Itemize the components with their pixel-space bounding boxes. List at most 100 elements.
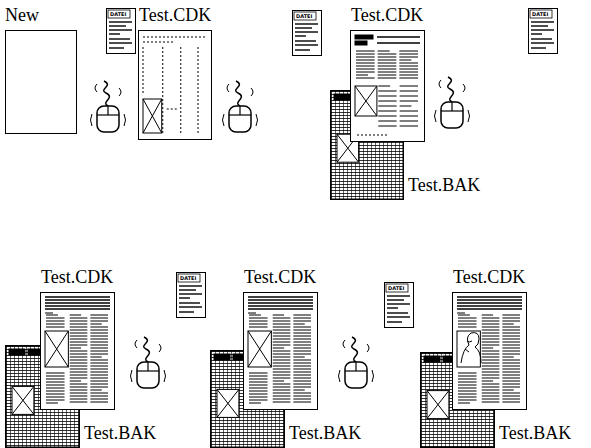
page-stroke <box>273 336 291 337</box>
document-page: Test.CDK <box>350 30 425 142</box>
page-stroke <box>249 394 268 395</box>
page-stroke <box>70 315 81 316</box>
page-stroke <box>378 116 396 117</box>
page-block <box>45 331 68 367</box>
page-stroke <box>458 385 477 386</box>
page-stroke <box>217 389 239 417</box>
page-stroke <box>46 388 65 389</box>
page-stroke <box>482 345 500 346</box>
page-stroke <box>46 397 65 398</box>
page-stroke <box>482 399 500 400</box>
page-stroke <box>293 381 311 382</box>
page-stroke <box>70 375 88 376</box>
page-stroke <box>502 378 520 379</box>
page-block <box>355 41 367 45</box>
page-stroke <box>502 354 520 355</box>
page-stroke <box>502 375 520 376</box>
page-stroke <box>46 400 65 401</box>
page-stroke <box>273 375 291 376</box>
page-block <box>424 356 440 362</box>
page-stroke <box>378 54 397 55</box>
page-stroke <box>293 321 311 322</box>
mouse-icon <box>91 81 126 132</box>
page-stroke <box>273 354 291 355</box>
page-stroke <box>502 393 520 394</box>
page-stroke <box>482 387 500 388</box>
page-stroke <box>502 360 520 361</box>
page-stroke <box>356 72 375 73</box>
page-stroke <box>45 331 68 367</box>
page-stroke <box>293 318 311 319</box>
page-stroke <box>70 390 88 391</box>
page-stroke <box>90 336 108 337</box>
page-stroke <box>482 348 493 349</box>
page-stroke <box>482 324 500 325</box>
page-stroke <box>482 336 500 337</box>
page-stroke <box>482 321 500 322</box>
page-stroke <box>293 366 311 367</box>
page-stroke <box>248 331 271 367</box>
page-stroke <box>217 389 239 417</box>
page-stroke <box>46 382 65 383</box>
page-stroke <box>377 42 420 44</box>
page-stroke <box>273 315 284 316</box>
file-tag: DATEI <box>387 285 405 291</box>
page-stroke <box>248 313 256 314</box>
page-stroke <box>12 386 34 414</box>
page-stroke <box>180 47 181 133</box>
page-stroke <box>502 324 513 325</box>
page-stroke <box>482 372 500 373</box>
page-block <box>214 354 230 360</box>
page-stroke <box>249 400 268 401</box>
page-stroke <box>482 354 500 355</box>
document-page: New <box>5 30 77 134</box>
page-stroke <box>400 121 418 122</box>
page-stroke <box>248 302 313 303</box>
portrait-sketch <box>461 333 481 363</box>
page-stroke <box>90 360 108 361</box>
page-stroke <box>502 372 520 373</box>
page-stroke <box>293 354 311 355</box>
page-stroke <box>378 63 397 64</box>
page-stroke <box>90 321 108 322</box>
page-stroke <box>458 376 477 377</box>
page-stroke <box>377 36 420 38</box>
page-stroke <box>293 399 311 400</box>
page-stroke <box>273 339 291 340</box>
page-stroke <box>293 339 311 340</box>
page-stroke <box>399 54 418 55</box>
page-stroke <box>45 296 110 297</box>
page-stroke <box>502 399 520 400</box>
page-stroke <box>502 348 520 349</box>
page-stroke <box>46 324 65 325</box>
page-content <box>143 37 207 133</box>
file-tag: DATEI <box>295 13 313 19</box>
page-stroke <box>45 305 110 306</box>
document-page: Test.CDK <box>138 30 212 140</box>
page-stroke <box>70 354 88 355</box>
page-stroke <box>378 78 397 79</box>
page-stroke <box>482 381 493 382</box>
page-stroke <box>458 321 477 322</box>
page-stroke <box>502 387 520 388</box>
page-content <box>45 297 110 403</box>
page-block <box>9 349 25 355</box>
page-stroke <box>356 66 375 67</box>
page-illustration <box>41 293 114 409</box>
file-name: Test.CDK <box>351 4 423 26</box>
page-stroke <box>90 345 108 346</box>
page-stroke <box>90 369 108 370</box>
page-stroke <box>378 72 397 73</box>
page-stroke <box>458 379 477 380</box>
page-stroke <box>482 366 500 367</box>
page-stroke <box>502 336 520 337</box>
file-name: Test.CDK <box>244 266 316 288</box>
page-stroke <box>70 351 88 352</box>
page-stroke <box>70 342 88 343</box>
page-stroke <box>249 318 268 319</box>
page-stroke <box>70 399 88 400</box>
page-stroke <box>70 348 81 349</box>
page-stroke <box>293 384 311 385</box>
page-content <box>248 297 313 403</box>
document-page: Test.CDK <box>40 292 115 410</box>
